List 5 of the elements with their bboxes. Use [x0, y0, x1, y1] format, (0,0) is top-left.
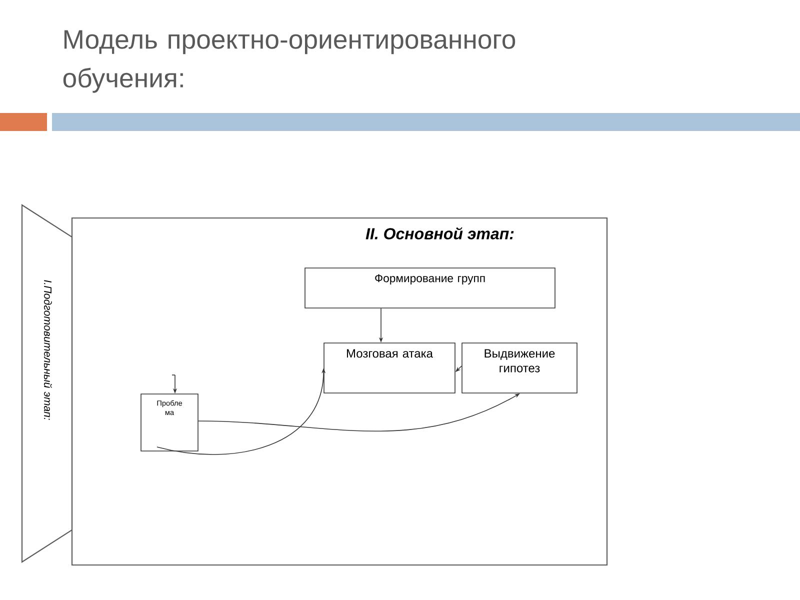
- process-box: Мозговая атака: [324, 342, 456, 394]
- title: Модель проектно-ориентированного обучения:: [63, 30, 516, 93]
- stage-trapezoid: I.Подготовительный этап:: [21, 204, 73, 563]
- process-box: Выдвижение гипотез: [462, 342, 578, 394]
- process-box: Формирование групп: [304, 268, 556, 308]
